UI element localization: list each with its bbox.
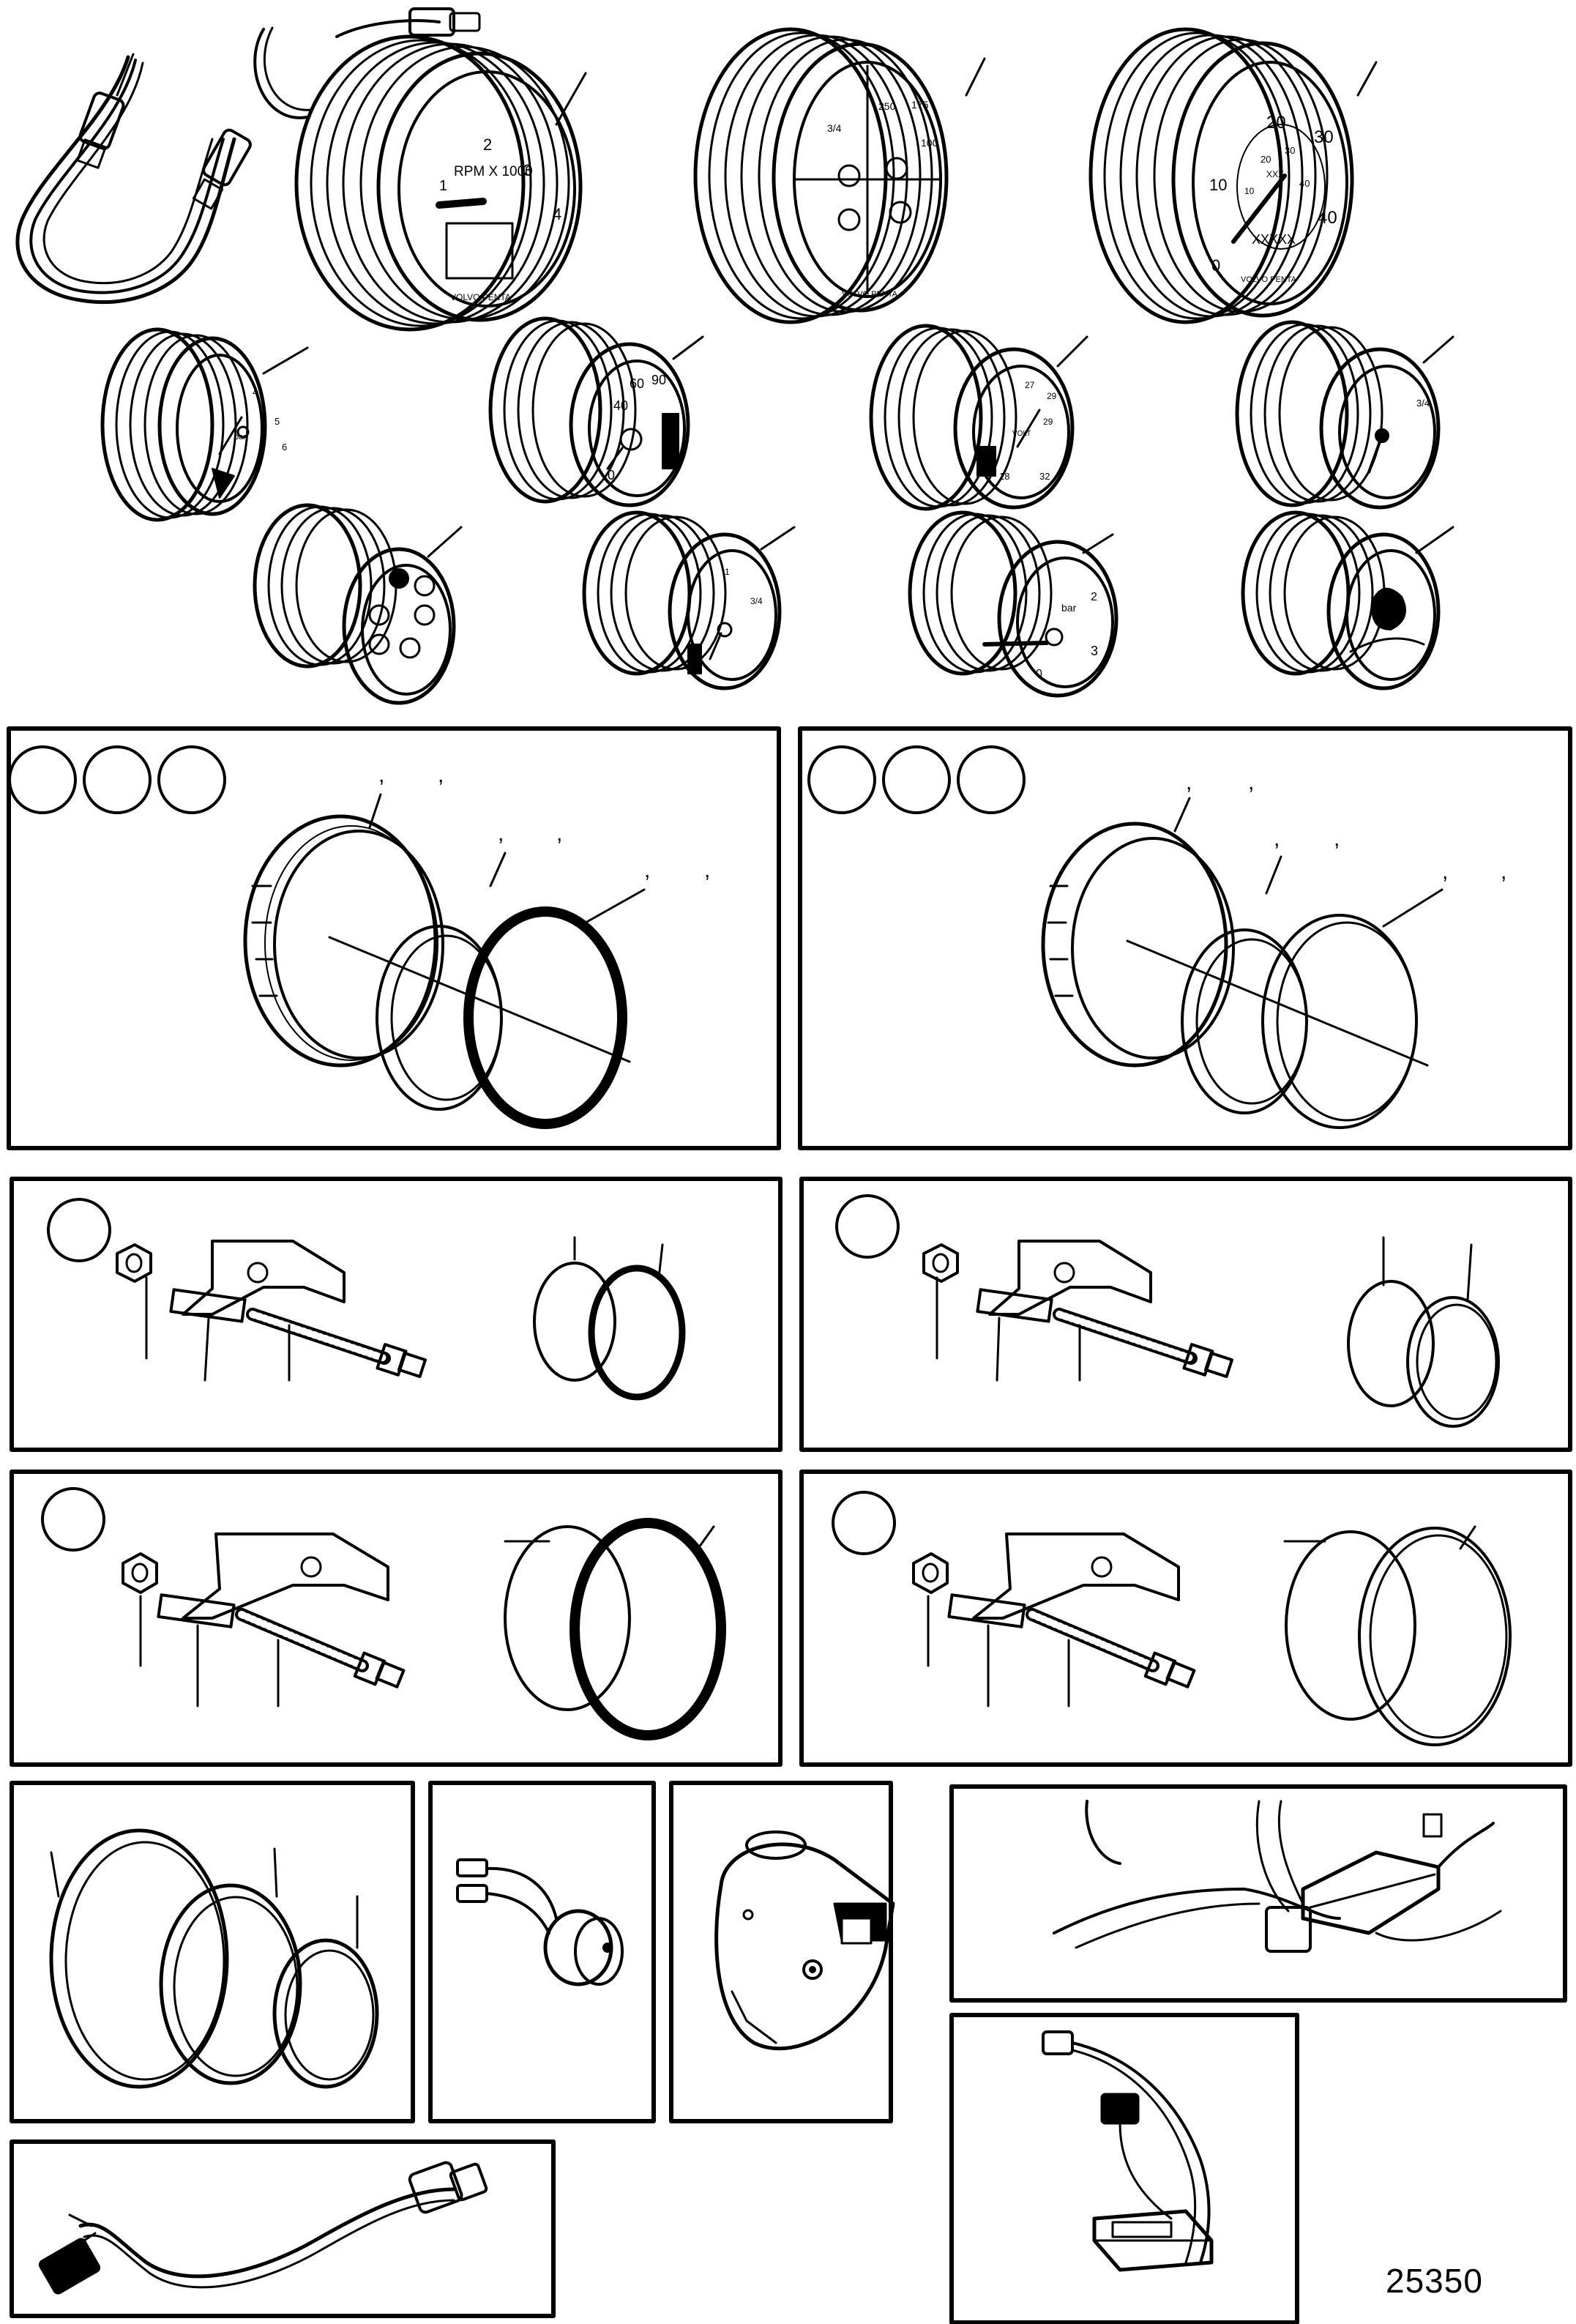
speedometer-inner-unit: XXX [1266,169,1284,179]
comma-mark: , [1248,770,1254,794]
bracket-kit-panel-right-2 [799,1470,1572,1767]
fuel-level-tick-34: 3/4 [1416,398,1430,409]
tachometer-tick-3: 3 [523,161,532,179]
oil-pressure-gauge: bar 4 5 6 [100,327,309,522]
comma-mark: , [1442,860,1448,884]
comma-mark: , [1186,770,1192,794]
boost-pressure-unit: bar [1061,602,1077,614]
comma-mark: , [1274,827,1280,851]
extension-harness-panel [10,2139,556,2318]
sender-relay-panel [428,1781,656,2123]
oil-pressure-tick-4: 4 [253,387,258,398]
comma-mark: , [1501,860,1506,884]
bracket-kit-panel-right-1 [799,1177,1572,1452]
bracket-kit-panel-left-1 [10,1177,783,1452]
temperature-gauge: 60 90 40 0 [488,316,704,507]
tachometer-unit: RPM X 1000 [454,164,533,179]
voltmeter-gauge: VOLT 27 29 29 18 32 [869,324,1088,511]
oil-pressure-tick-6: 6 [282,442,287,452]
voltmeter-tick-32: 32 [1039,471,1050,482]
comma-mark: , [378,763,384,787]
temperature-tick-0: 0 [608,468,615,483]
sensor-unit-panel [669,1781,895,2123]
figure-number: 25350 [1386,2262,1483,2300]
boost-pressure-tick-2: 2 [1091,591,1097,603]
speedometer-inner-10: 10 [1244,186,1255,196]
quad-gauge-tick-34: 3/4 [827,122,842,134]
oil-pressure-unit: bar [234,433,246,442]
comma-mark: , [498,822,504,846]
bezel-kit-panel-left: , , , , , , [7,726,781,1150]
control-module-panel [949,2013,1299,2324]
wiring-harness-top-left [15,53,252,304]
boost-pressure-tick-3: 3 [1091,644,1098,658]
tachometer-tick-2: 2 [483,135,492,154]
boost-pressure-gauge: bar 2 3 0 [908,510,1118,698]
comma-mark: , [438,763,444,787]
speedometer-outer-20: 20 [1266,113,1286,133]
temperature-tick-40: 40 [613,398,628,413]
speedometer-outer-30: 30 [1314,127,1334,147]
voltmeter-tick-29a: 29 [1047,391,1057,401]
wiring-module-panel [949,1784,1567,2003]
tachometer-brand: VOLVO PENTA [450,292,511,302]
fuel-small-tick-1: 1 [725,567,730,577]
speedometer-outer-10: 10 [1209,176,1227,194]
tachometer-gauge: RPM X 1000 1 2 3 4 VOLVO PENTA [253,7,587,332]
warning-panel [253,503,463,705]
quad-gauge-tick-250: 250 [878,100,896,112]
comma-mark: , [1334,827,1340,851]
fuel-level-gauge-small: 1 3/4 [582,510,796,690]
bracket-kit-panel-left-2 [10,1470,783,1767]
speedometer-outer-40: 40 [1318,208,1337,228]
voltmeter-unit: VOLT [1012,430,1031,438]
comma-mark: , [556,822,562,846]
tachometer-tick-1: 1 [439,178,447,194]
tachometer-tick-4: 4 [553,205,561,223]
quad-gauge: 3/4 250 175 100 VOLVO PENTA [693,27,986,324]
speedometer-outer-0: 0 [1211,256,1220,275]
speedometer-inner-40: 40 [1299,178,1310,189]
quad-gauge-tick-175: 175 [911,99,929,111]
speedometer-inner-20: 20 [1261,154,1271,165]
boost-pressure-tick-0: 0 [1036,668,1042,680]
quad-gauge-brand: VOLVO PENTA [842,290,898,299]
temperature-tick-60: 60 [630,376,644,391]
voltmeter-tick-27a: 27 [1025,380,1035,390]
gasket-set-panel [10,1781,415,2123]
fuel-level-gauge: 3/4 [1235,320,1454,510]
voltmeter-tick-29b: 29 [1043,417,1053,427]
fuel-small-tick-34: 3/4 [750,596,763,606]
speedometer-gauge: 0 10 20 30 40 10 20 30 40 XXX XXXXX VOLV… [1088,27,1378,324]
oil-pressure-tick-5: 5 [275,416,280,427]
comma-mark: , [704,858,710,882]
speedometer-readout: XXXXX [1252,232,1296,247]
speedometer-inner-30: 30 [1285,145,1295,156]
speedometer-brand: VOLVO PENTA [1241,275,1297,284]
voltmeter-tick-18: 18 [999,471,1009,482]
temperature-tick-90: 90 [651,373,666,387]
comma-mark: , [644,858,650,882]
quad-gauge-tick-100: 100 [921,137,938,149]
rudder-indicator-gauge [1241,510,1454,690]
bezel-kit-panel-right: , , , , , , [798,726,1572,1150]
